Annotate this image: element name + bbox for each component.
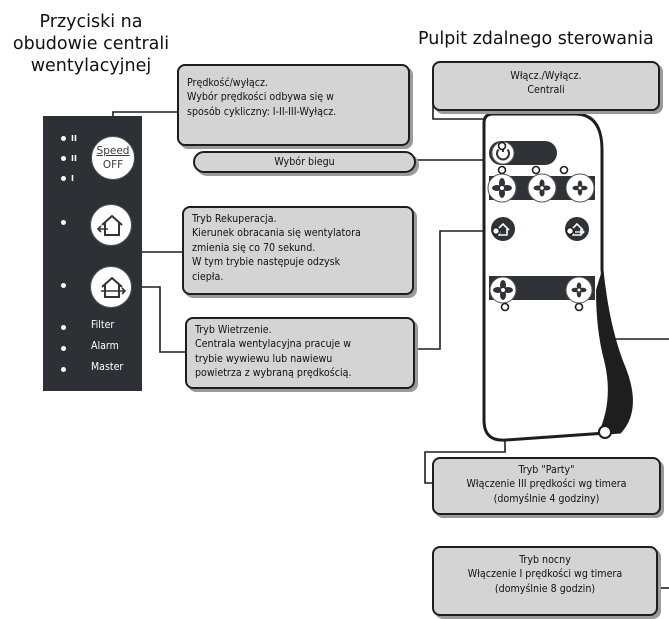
connector-recuperation-remote <box>416 230 496 350</box>
callout-recuperation: Tryb Rekuperacja. Kierunek obracania się… <box>182 206 414 295</box>
indicator-alarm: Alarm <box>91 340 119 352</box>
remote-heading: Pulpit zdalnego sterowania <box>418 29 654 49</box>
callout-power: Włącz./Wyłącz. Centrali <box>432 61 660 111</box>
speed-level-label: I <box>71 174 74 183</box>
speed-led <box>61 156 66 161</box>
ventilation-button[interactable] <box>90 266 132 308</box>
panel-heading: Przyciski na obudowie centrali wentylacy… <box>12 12 170 76</box>
callout-ventilation: Tryb Wietrzenie. Centrala wentylacyjna p… <box>185 317 415 389</box>
unit-control-panel: II II I Speed OFF Filter Alarm Master <box>43 116 142 391</box>
connector-ventilation <box>136 286 186 353</box>
fan-icon <box>565 173 595 203</box>
recuperation-led <box>61 220 66 225</box>
speed-led <box>61 176 66 181</box>
fan-icon <box>565 276 593 304</box>
filter-led <box>61 325 66 330</box>
callout-gear-select: Wybór biegu <box>193 151 416 173</box>
indicator-filter: Filter <box>91 319 115 331</box>
fan-icon <box>489 276 517 304</box>
alarm-led <box>61 346 66 351</box>
speed-level-label: II <box>71 134 77 143</box>
speed-off-button[interactable]: Speed OFF <box>91 136 135 180</box>
callout-speed-off: Prędkość/wyłącz. Wybór prędkości odbywa … <box>177 64 410 146</box>
remote-led <box>598 425 612 439</box>
fan-icon <box>487 173 517 203</box>
house-arrow-icon <box>96 214 123 236</box>
callout-night: Tryb nocny Włączenie I prędkości wg time… <box>432 546 658 616</box>
callout-party: Tryb "Party" Włączenie III prędkości wg … <box>432 457 661 515</box>
indicator-master: Master <box>91 361 124 373</box>
house-arrow-icon <box>101 276 127 298</box>
master-led <box>61 367 66 372</box>
speed-level-label: II <box>71 154 77 163</box>
fan-icon <box>527 173 557 203</box>
speed-led <box>61 136 66 141</box>
recuperation-button[interactable] <box>90 204 132 246</box>
ventilation-led <box>61 283 66 288</box>
